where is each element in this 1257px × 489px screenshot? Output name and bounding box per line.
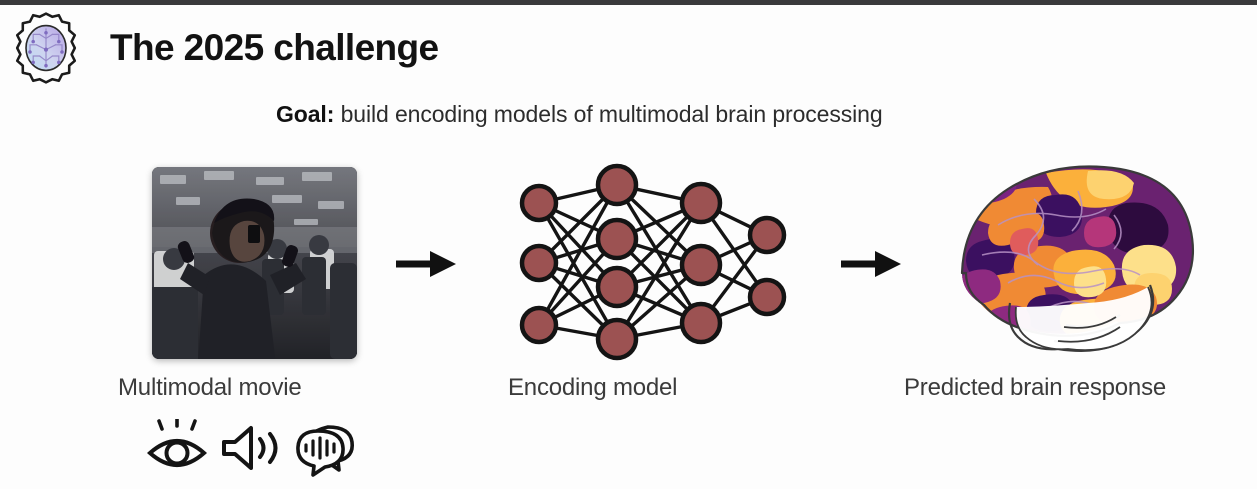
brain-circuit-nodes (28, 31, 64, 68)
waveform-bars (304, 436, 336, 460)
eye-icon (146, 419, 208, 477)
speech-bubbles-icon (294, 419, 356, 477)
page-title: The 2025 challenge (110, 27, 439, 68)
caption-multimodal-movie: Multimodal movie (118, 374, 302, 401)
gear-brain-logo (6, 8, 86, 88)
goal-text: build encoding models of multimodal brai… (334, 101, 883, 127)
arrow-movie-to-model (396, 247, 460, 281)
gear-outline (15, 12, 77, 84)
goal-statement: Goal: build encoding models of multimoda… (276, 101, 883, 128)
caption-predicted-brain-response: Predicted brain response (904, 374, 1167, 401)
top-bar (0, 0, 1257, 5)
network-nodes (519, 163, 787, 361)
network-edges (537, 183, 769, 341)
predicted-brain-map (938, 155, 1206, 360)
neural-network-diagram (495, 163, 795, 363)
sulci-lines (981, 190, 1141, 308)
multimodal-movie-thumbnail (152, 167, 357, 359)
arrow-model-to-brain (841, 247, 905, 281)
goal-label: Goal: (276, 101, 335, 127)
modality-icon-row (146, 419, 356, 477)
speaker-icon (220, 419, 282, 477)
cerebellum-outline (1014, 286, 1153, 351)
caption-encoding-model: Encoding model (508, 374, 678, 401)
